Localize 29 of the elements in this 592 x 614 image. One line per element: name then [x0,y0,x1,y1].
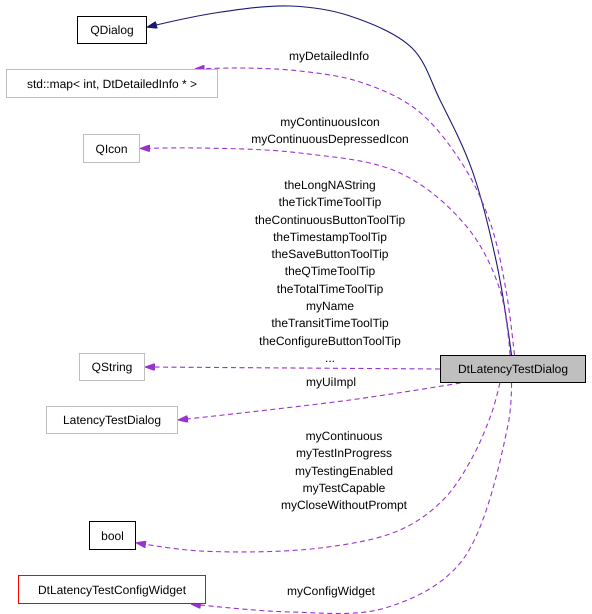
dashed-arrow [140,144,511,356]
class-name: std::map< int, DtDetailedInfo * > [26,76,198,90]
dashed-arrow [190,383,512,614]
class-box [46,406,178,434]
dashed-arrow [194,64,515,356]
edge-label: theLongNAString theTickTimeToolTip theContinuousButtonToolTip theTimestampToolTip theSaveButtonToolTip theQTimeToolTip theTotalTimeToolTip myName theTransitTimeToolTip theConfigureButtonToolTip ... [254,177,406,367]
arrow [146,5,512,356]
edge-label: myContinuousIcon myContinuousDepressedIcon [251,114,409,148]
edge-label: myConfigWidget [286,583,376,600]
dashed-arrow [178,382,461,423]
dashed-arrow [136,382,500,553]
class-box [440,355,586,383]
class-name: DtLatencyTestConfigWidget [38,582,186,596]
class-name: LatencyTestDialog [62,413,162,427]
dashed-arrow [144,363,440,372]
class-box [18,575,206,604]
class-box [6,69,218,98]
class-name: QString [92,360,132,374]
class-box [89,521,136,550]
class-box [77,16,147,44]
edge-label: myDetailedInfo [288,48,370,65]
class-name: QIcon [95,142,128,156]
class-box [83,134,140,163]
edge-label: myContinuous myTestInProgress myTestingEnabled myTestCapable myCloseWithoutPrompt [280,428,408,514]
class-name: DtLatencyTestDialog [458,362,568,376]
class-name: QDialog [90,23,134,37]
edge-label: myUiImpl [306,374,356,391]
class-name: bool [101,528,124,542]
class-box [79,353,145,381]
